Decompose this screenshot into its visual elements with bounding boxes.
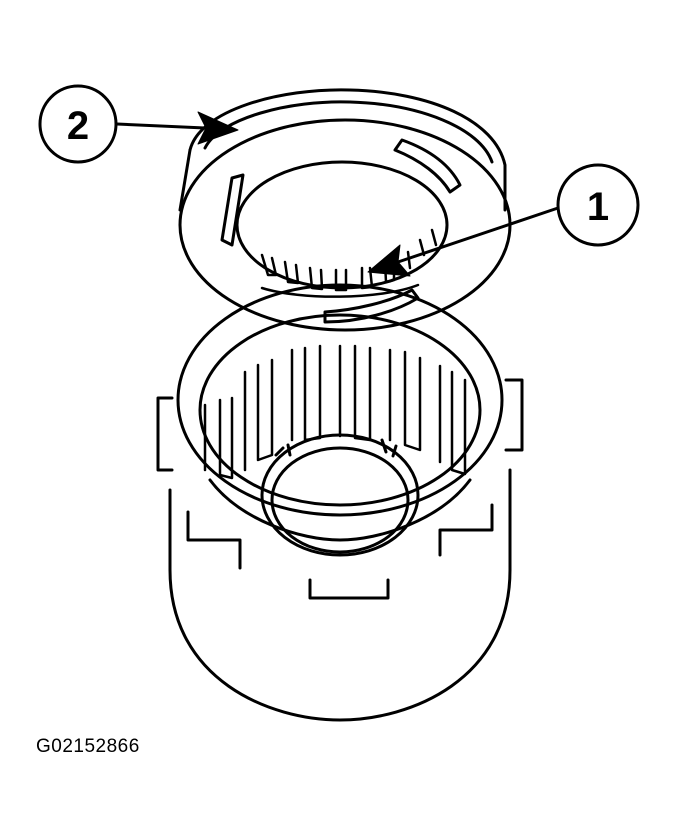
drum-rim-outer bbox=[176, 283, 504, 517]
callout-1: 1 bbox=[367, 163, 640, 277]
hub-ring-notch-right bbox=[380, 438, 398, 458]
washer-lip-side-left bbox=[178, 148, 192, 212]
callout-1-arrowhead bbox=[367, 244, 411, 277]
drum-lug-front bbox=[308, 578, 390, 600]
callout-1-number: 1 bbox=[587, 185, 609, 229]
drum-lug-front-left bbox=[186, 510, 242, 570]
washer-slot-bottom bbox=[323, 288, 420, 324]
drum-rim-inner bbox=[198, 313, 482, 507]
callout-2-number: 2 bbox=[67, 104, 89, 148]
callout-1-leader bbox=[396, 206, 560, 264]
callout-2-arrowhead bbox=[197, 111, 239, 145]
washer-face-outer bbox=[178, 118, 512, 332]
callout-2-leader bbox=[115, 122, 207, 130]
drum-assembly bbox=[156, 283, 524, 722]
hub-ring-notch-left bbox=[274, 443, 292, 457]
callout-2: 2 bbox=[38, 84, 239, 164]
drum-floor bbox=[208, 478, 472, 542]
drum-body bbox=[168, 468, 512, 722]
drum-lug-right bbox=[504, 378, 524, 452]
drum-lug-left bbox=[156, 396, 174, 472]
washer-back-lip bbox=[188, 88, 507, 212]
hub-ring-outer bbox=[260, 433, 420, 557]
figure-id: G02152866 bbox=[36, 736, 140, 757]
drum-splines bbox=[203, 344, 467, 480]
washer-slot-left bbox=[220, 173, 245, 247]
washer-slot-top-right bbox=[393, 138, 462, 194]
callout-1-circle bbox=[556, 163, 640, 247]
washer-bore bbox=[235, 160, 449, 290]
washer-back-lip-inner bbox=[203, 100, 494, 164]
drum-lug-front-right bbox=[438, 503, 494, 557]
hub-ring-inner bbox=[270, 446, 410, 554]
